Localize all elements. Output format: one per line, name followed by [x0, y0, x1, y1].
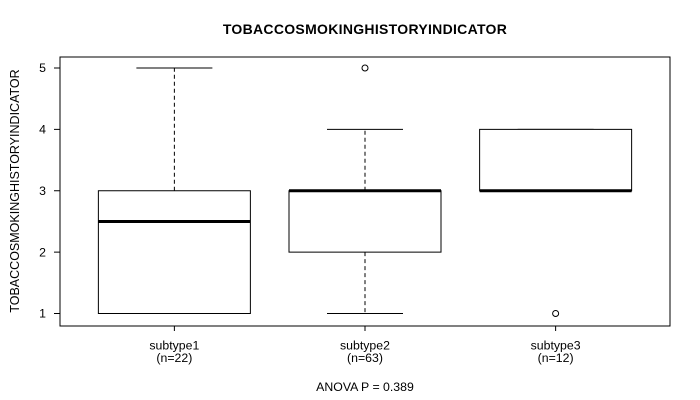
anova-annotation: ANOVA P = 0.389 [316, 380, 414, 394]
y-tick-label: 2 [39, 245, 46, 259]
y-tick-label: 3 [39, 184, 46, 198]
x-category-n-label: (n=22) [156, 351, 192, 365]
y-tick-label: 1 [39, 307, 46, 321]
box-subtype1 [97, 190, 251, 314]
x-category-n-label: (n=63) [347, 351, 383, 365]
box-subtype2 [288, 190, 442, 253]
x-category-label: subtype1 [149, 339, 199, 353]
outlier-point [361, 64, 369, 72]
y-tick-label: 4 [39, 123, 46, 137]
x-category-n-label: (n=12) [538, 351, 574, 365]
box-subtype3 [479, 128, 633, 192]
outlier-point [552, 310, 560, 317]
x-category-label: subtype2 [340, 339, 390, 353]
x-category-label: subtype3 [531, 339, 581, 353]
chart-title: TOBACCOSMOKINGHISTORYINDICATOR [222, 21, 508, 37]
y-tick-label: 5 [39, 61, 46, 75]
